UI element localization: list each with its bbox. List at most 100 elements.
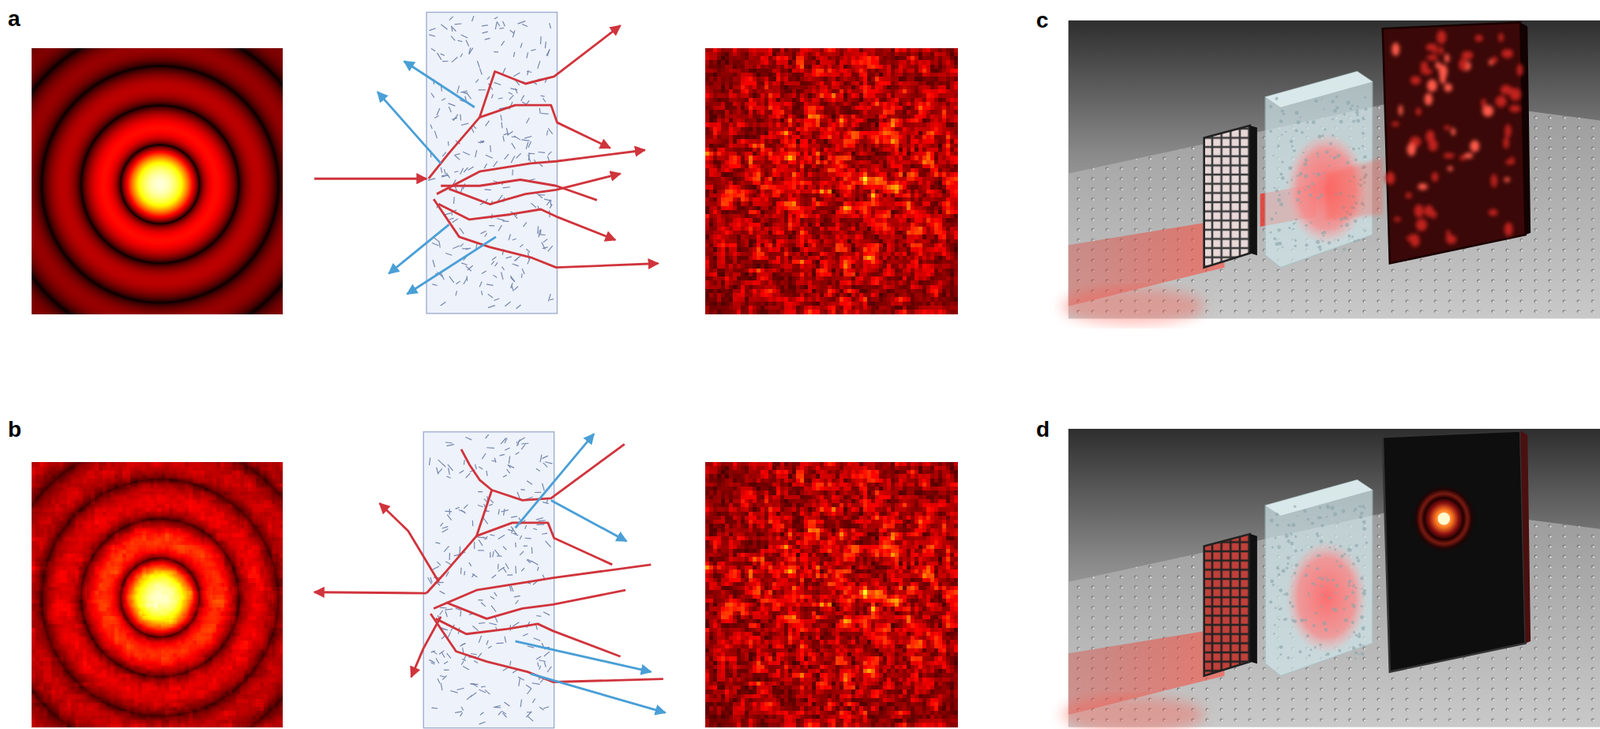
scatterer [1279, 607, 1283, 611]
speckle-grain [1504, 176, 1510, 182]
scatterer [481, 24, 489, 27]
scatterer [1294, 239, 1297, 242]
scatterer [1304, 243, 1308, 247]
scatterer [1362, 645, 1364, 647]
scatterer [1318, 554, 1322, 558]
speckle-grain [1428, 138, 1439, 151]
scatterer [1355, 119, 1360, 124]
scatterer [1285, 567, 1289, 571]
speckle-image [705, 461, 958, 728]
scatterer [461, 262, 467, 266]
scatterer [491, 93, 493, 98]
speckle-grain [1398, 105, 1403, 117]
scatterer [530, 49, 536, 52]
scatterer [454, 153, 461, 156]
scatterer [1325, 575, 1328, 578]
scatterer [1315, 152, 1319, 156]
scatterer [522, 101, 526, 105]
scatterer [445, 442, 453, 444]
scatterer [1306, 634, 1310, 638]
scatterer [1277, 193, 1281, 196]
scatterer [496, 217, 505, 221]
scatterer [548, 127, 553, 134]
scatterer [441, 98, 446, 102]
scatterer [530, 560, 538, 565]
scatterer [513, 52, 515, 57]
scatterer [470, 653, 477, 654]
scatterer [1316, 172, 1321, 177]
scatterer [528, 141, 532, 148]
scatterer [453, 114, 459, 121]
scatterer [1277, 241, 1282, 246]
scatterer [525, 537, 532, 540]
scatterer [1362, 116, 1366, 121]
scatterer [542, 483, 545, 491]
scatterer [477, 504, 484, 507]
scatterer [498, 509, 500, 515]
scatterer [1295, 563, 1300, 568]
scatterer [1286, 562, 1289, 565]
scatterer [441, 652, 445, 658]
scatterer [1344, 618, 1349, 623]
speckle-grain [1460, 155, 1466, 162]
scatterer [437, 561, 441, 566]
scatterer [1291, 522, 1296, 527]
scatterer [457, 40, 462, 42]
scatterer [518, 678, 520, 687]
speckle-grain [1407, 142, 1416, 156]
speckle-grain [1425, 43, 1437, 51]
scatterer [1274, 97, 1278, 101]
scatterer [459, 227, 464, 234]
scatterer [1314, 646, 1317, 649]
speckle-grain [1495, 95, 1507, 108]
scatterer [461, 123, 469, 125]
scatterer [480, 685, 485, 688]
speckle-grain [1427, 54, 1439, 61]
scatterer [1296, 174, 1300, 177]
scatterer [502, 220, 509, 222]
scatterer [1281, 245, 1284, 248]
scatterer [478, 689, 486, 693]
scatterer [1329, 142, 1333, 146]
scatterer [484, 689, 490, 695]
scatterer [450, 26, 456, 32]
scatterer [536, 468, 541, 471]
scatterer [1294, 110, 1299, 115]
scatterer [541, 455, 548, 459]
scatterer [1337, 239, 1340, 242]
scatterer [492, 274, 497, 278]
scatterer [1293, 244, 1297, 248]
scatterer [549, 298, 554, 300]
scatterer [543, 239, 548, 243]
scatterer [1321, 240, 1324, 243]
scatterer [527, 716, 534, 722]
scatterer [1327, 240, 1331, 245]
scatterer [503, 475, 508, 477]
scatterer [544, 461, 553, 464]
scatterer [1361, 587, 1364, 590]
scatterer [1288, 192, 1290, 195]
scatterer [443, 661, 448, 665]
scatterer [497, 563, 500, 570]
scatterer [500, 114, 503, 121]
scatterer [1319, 516, 1323, 519]
speckle-grain [1444, 53, 1450, 63]
scatterer [1276, 566, 1280, 570]
scatterer [481, 453, 486, 459]
scatterer [537, 151, 545, 154]
scatterer [536, 517, 544, 520]
scatterer [508, 92, 513, 95]
scatterer [432, 566, 440, 570]
scatterer [460, 567, 462, 575]
scatterer [1352, 562, 1356, 566]
scatterer [428, 659, 435, 663]
scatterer [1304, 224, 1308, 227]
scatterer [531, 547, 534, 554]
scatterer [1325, 578, 1330, 583]
scatterer [1343, 552, 1346, 556]
scatterer [488, 623, 497, 625]
scatterer [1281, 568, 1286, 573]
scatterer [460, 90, 468, 93]
scatterer [431, 662, 436, 665]
scatterer [1351, 235, 1354, 238]
